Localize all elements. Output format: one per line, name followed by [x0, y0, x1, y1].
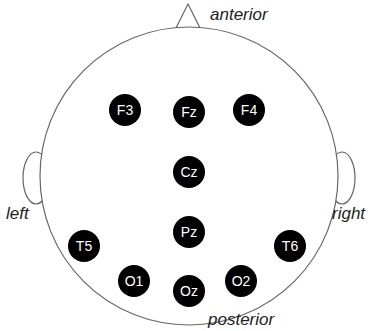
electrode-label: T6 [282, 239, 298, 253]
electrode-circle [274, 230, 306, 262]
nose [176, 4, 200, 28]
electrode: O2 [225, 265, 257, 297]
electrode-label: Cz [180, 165, 197, 179]
orientation-label: posterior [208, 311, 274, 328]
electrode-circle [233, 94, 265, 126]
electrode: Cz [173, 156, 205, 188]
electrode: Pz [173, 216, 205, 248]
electrode: O1 [118, 265, 150, 297]
electrode-label: O1 [125, 274, 144, 288]
electrode-label: F4 [241, 103, 257, 117]
electrode: T5 [68, 230, 100, 262]
scalp [40, 27, 338, 325]
electrode-circle [173, 275, 205, 307]
electrode: F4 [233, 94, 265, 126]
electrode-label: Fz [181, 105, 197, 119]
electrode-label: Pz [181, 225, 197, 239]
electrode: T6 [274, 230, 306, 262]
electrode: Fz [173, 96, 205, 128]
electrode-circle [173, 96, 205, 128]
orientation-label: left [6, 205, 29, 222]
electrode-circle [109, 94, 141, 126]
electrode-circle [118, 265, 150, 297]
electrode-circle [225, 265, 257, 297]
electrode-label: Oz [180, 284, 198, 298]
electrode-label: T5 [76, 239, 92, 253]
electrode-label: O2 [232, 274, 251, 288]
orientation-label: anterior [210, 6, 268, 23]
electrode-circle [173, 156, 205, 188]
electrode-label: F3 [117, 103, 133, 117]
electrode-circle [173, 216, 205, 248]
electrode-circle [68, 230, 100, 262]
electrode: F3 [109, 94, 141, 126]
electrode: Oz [173, 275, 205, 307]
orientation-label: right [332, 205, 365, 222]
